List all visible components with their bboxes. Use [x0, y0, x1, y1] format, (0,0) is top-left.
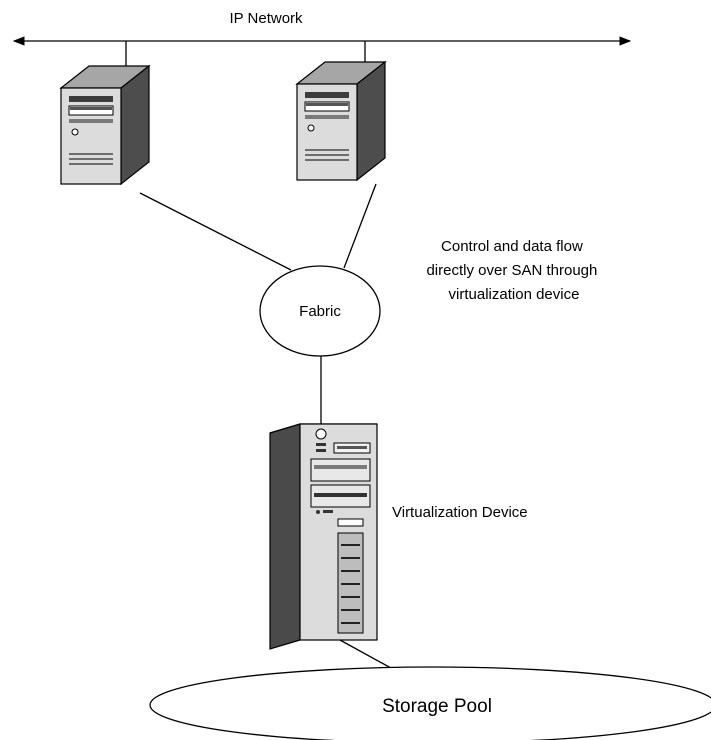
server-right-fabric-link: [343, 183, 377, 269]
server-right-icon: [296, 61, 386, 181]
flow-annotation-line-1: Control and data flow: [441, 238, 583, 255]
flow-annotation-line-2: directly over SAN through: [426, 262, 597, 279]
server-left-fabric-link: [139, 192, 292, 271]
virtualization-device-label: Virtualization Device: [392, 504, 528, 521]
server-left-icon: [60, 65, 150, 185]
ip-network-label: IP Network: [229, 10, 303, 27]
flow-annotation-line-3: virtualization device: [449, 286, 580, 303]
storage-pool-node: [149, 666, 711, 740]
storage-pool-label: Storage Pool: [382, 696, 492, 717]
fabric-label: Fabric: [299, 303, 341, 320]
virtualization-device-icon: [269, 423, 378, 650]
flow-annotation: Control and data flow directly over SAN …: [426, 238, 601, 303]
fabric-node: [259, 265, 381, 357]
